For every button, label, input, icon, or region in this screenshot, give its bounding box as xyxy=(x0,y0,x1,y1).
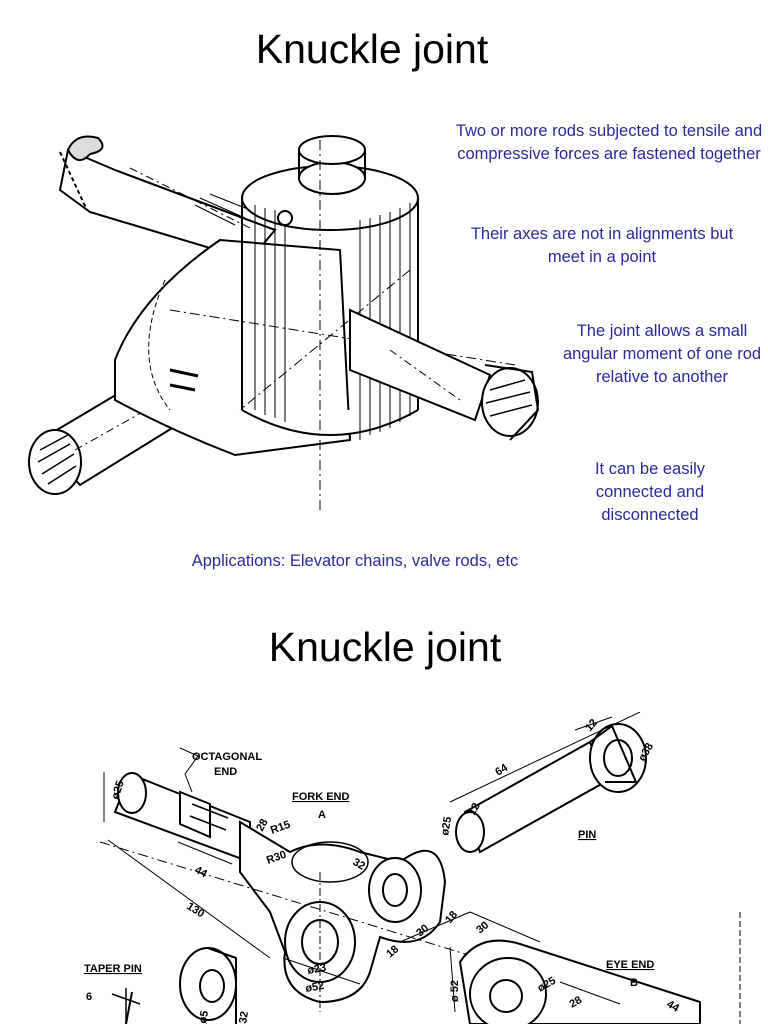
dim-64: 64 xyxy=(493,761,510,778)
dim-18-b: 18 xyxy=(384,943,401,960)
label-octagonal-end: OCTAGONAL xyxy=(192,751,262,763)
note-axes-meet: Their axes are not in alignments but mee… xyxy=(470,225,734,266)
dim-fork-boss-dia: ø52 xyxy=(304,980,325,995)
slide1-title: Knuckle joint xyxy=(255,26,489,72)
dim-18-a: 18 xyxy=(443,909,460,926)
knuckle-joint-exploded-drawing: OCTAGONAL END FORK END A PIN TAPER PIN E… xyxy=(84,712,741,1024)
dim-130: 130 xyxy=(184,900,206,920)
dim-r15: R15 xyxy=(269,819,292,837)
label-eye-end-2: B xyxy=(630,977,638,989)
label-pin: PIN xyxy=(578,829,596,841)
dim-fork-hole-dia: ø23 xyxy=(306,962,327,977)
dim-28-b: 28 xyxy=(568,994,585,1011)
label-fork-end-2: A xyxy=(318,809,326,821)
label-taper-pin: TAPER PIN xyxy=(84,963,142,975)
dim-eye-boss-dia: ø 52 xyxy=(449,980,461,1002)
dim-rod-dia: ø25 xyxy=(109,779,126,801)
dim-12-a: 12 xyxy=(583,717,600,734)
dim-32-a: 32 xyxy=(351,856,368,873)
slide2-title: Knuckle joint xyxy=(268,624,502,670)
dim-pin-dia: ø25 xyxy=(439,816,454,837)
dim-30-b: 30 xyxy=(474,919,491,936)
dim-6: 6 xyxy=(86,991,92,1003)
dim-28-a: 28 xyxy=(254,817,271,834)
note-angular-moment: The joint allows a small angular moment … xyxy=(562,322,762,386)
label-octagonal-end-2: END xyxy=(214,766,237,778)
note-rods-fastened: Two or more rods subjected to tensile an… xyxy=(455,122,763,163)
knuckle-joint-isometric-illustration xyxy=(28,135,540,510)
dim-44-a: 44 xyxy=(193,864,210,881)
dim-32-b: 32 xyxy=(237,1010,251,1024)
label-eye-end: EYE END xyxy=(606,959,654,971)
dim-12-b: 12 xyxy=(466,801,483,818)
note-connect-disconnect: It can be easily connected and disconnec… xyxy=(594,460,706,524)
label-fork-end: FORK END xyxy=(292,791,350,803)
dim-collar-hole-dia: ø5 xyxy=(197,1010,211,1024)
applications-text: Applications: Elevator chains, valve rod… xyxy=(191,552,519,570)
